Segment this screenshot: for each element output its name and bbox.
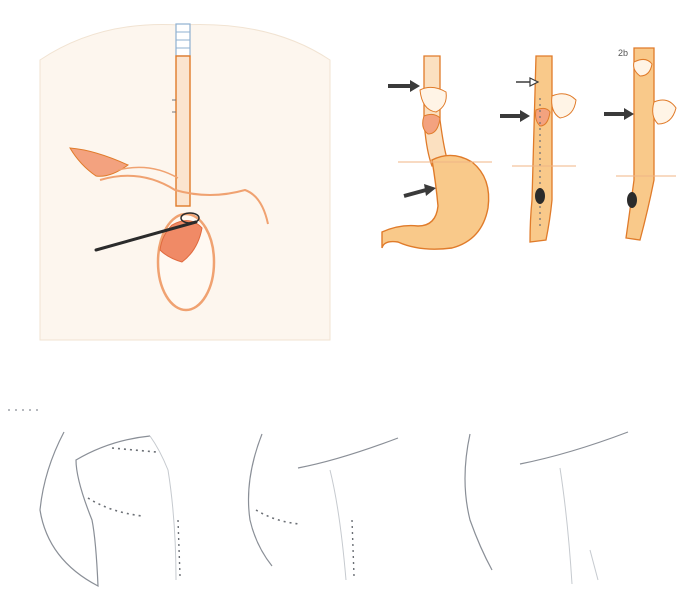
- incision-dotted-line: [352, 520, 354, 576]
- body-contour: [560, 468, 572, 584]
- incision-dotted-line: [178, 520, 180, 576]
- clamp: [627, 192, 637, 208]
- organ-lump: [653, 100, 676, 124]
- arrow-icon: [404, 184, 436, 196]
- incision-sketch-3-panel: [465, 432, 628, 584]
- incision-sketch-1-panel: [8, 410, 180, 586]
- clamp: [535, 188, 545, 204]
- stomach-step-1-panel: [382, 56, 492, 249]
- thoracotomy-panel: [40, 24, 330, 340]
- shoulder-line: [298, 438, 398, 468]
- gastric-tube: [626, 48, 654, 240]
- stomach: [382, 155, 489, 249]
- body-contour: [249, 434, 273, 566]
- stomach-step-3-panel: 2b: [604, 48, 676, 240]
- stomach-step-2-panel: [500, 56, 576, 242]
- esophagus-tube: [176, 56, 190, 206]
- incision-dotted-line: [256, 510, 300, 524]
- arrow-icon: [500, 110, 530, 122]
- shoulder-line: [520, 432, 628, 464]
- incision-dotted-line: [88, 498, 142, 516]
- faint-mark: [590, 550, 598, 580]
- body-contour: [465, 434, 492, 570]
- organ-lump: [552, 94, 576, 118]
- small-label: 2b: [618, 48, 628, 58]
- body-contour: [330, 470, 346, 580]
- incision-sketch-2-panel: [249, 434, 399, 580]
- arrow-icon: [604, 108, 634, 120]
- incision-dotted-line: [112, 448, 156, 452]
- arrow-icon: [388, 80, 420, 92]
- body-contour: [40, 432, 150, 586]
- body-contour: [150, 436, 176, 580]
